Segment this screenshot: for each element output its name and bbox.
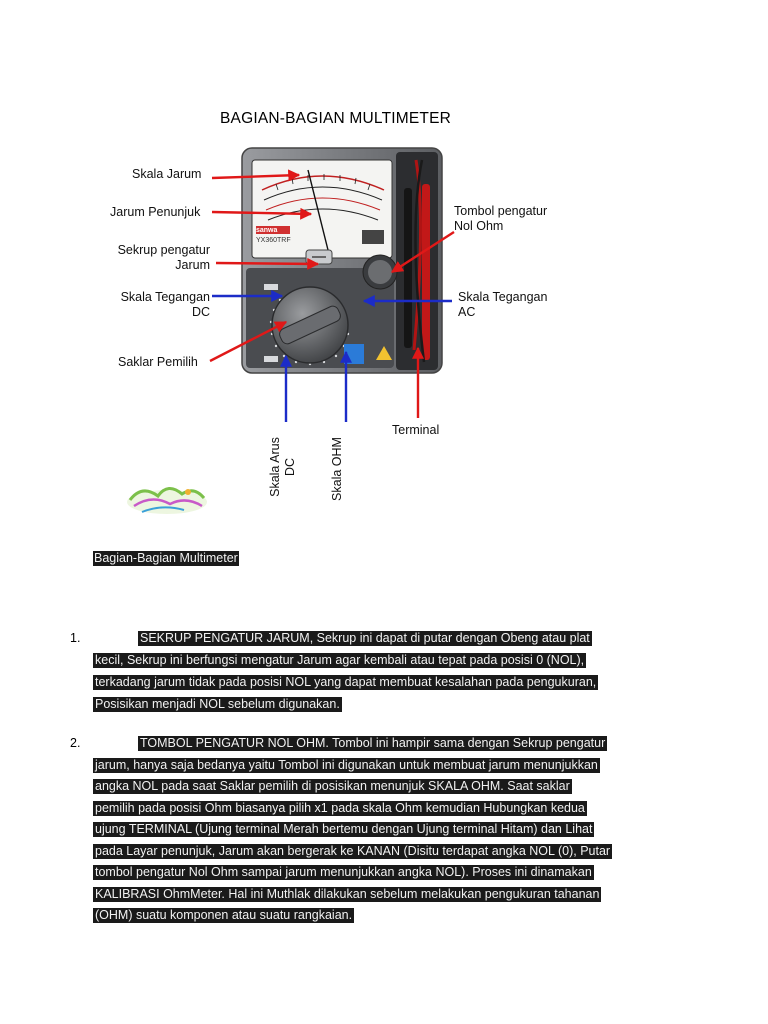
meter-display (251, 159, 393, 259)
list-item-line: angka NOL pada saat Saklar pemilih di po… (93, 779, 572, 794)
list-item-line: kecil, Sekrup ini berfungsi mengatur Jar… (93, 653, 587, 668)
list-item-line: ujung TERMINAL (Ujung terminal Merah ber… (93, 822, 595, 837)
list-item-line: SEKRUP PENGATUR JARUM, Sekrup ini dapat … (138, 631, 592, 646)
label-skala-tegangan-dc: Skala Tegangan DC (120, 290, 210, 319)
label-skala-tegangan-ac: Skala Tegangan AC (458, 290, 548, 319)
zero-adjust-screw (305, 249, 333, 265)
list-item-line: jarum, hanya saja bedanya yaitu Tombol i… (93, 757, 600, 773)
list-item-number: 1. (70, 631, 81, 645)
label-skala-arus-dc: Skala Arus DC (268, 437, 297, 497)
list-item-line: KALIBRASI OhmMeter. Hal ini Muthlak dila… (93, 886, 602, 902)
list-item-number: 2. (70, 736, 81, 750)
list-item-line: (OHM) suatu komponen atau suatu rangkaia… (93, 908, 355, 923)
list-item-line: terkadang jarum tidak pada posisi NOL ya… (93, 675, 599, 690)
label-skala-jarum: Skala Jarum (132, 167, 202, 181)
range-selector-knob (271, 286, 349, 364)
label-terminal: Terminal (392, 423, 440, 437)
list-item-line: Posisikan menjadi NOL sebelum digunakan. (93, 697, 342, 712)
label-saklar-pemilih: Saklar Pemilih (118, 355, 198, 369)
label-tombol-pengatur: Tombol pengatur Nol Ohm (454, 204, 548, 233)
multimeter-figure: BAGIAN-BAGIAN MULTIMETER (96, 100, 576, 525)
list-item-line: TOMBOL PENGATUR NOL OHM. Tombol ini hamp… (138, 736, 608, 751)
figure-title: BAGIAN-BAGIAN MULTIMETER (220, 110, 452, 127)
label-jarum-penunjuk: Jarum Penunjuk (110, 205, 201, 219)
list-item-line: pada Layar penunjuk, Jarum akan bergerak… (93, 843, 613, 859)
zero-ohm-knob (362, 254, 398, 290)
label-skala-ohm: Skala OHM (330, 437, 344, 501)
multimeter-illustration: YX360TRF sanwa (209, 147, 455, 422)
list-item-line: tombol pengatur Nol Ohm sampai jarum men… (93, 865, 594, 880)
watermark-logo (127, 487, 207, 514)
label-sekrup-pengatur: Sekrup pengatur Jarum (117, 243, 210, 272)
test-probes (404, 159, 430, 363)
list-item-line: pemilih pada posisi Ohm biasanya pilih x… (93, 800, 587, 816)
device-model: YX360TRF (256, 237, 291, 244)
figure-caption: Bagian-Bagian Multimeter (93, 551, 239, 566)
device-brand: sanwa (256, 227, 278, 234)
